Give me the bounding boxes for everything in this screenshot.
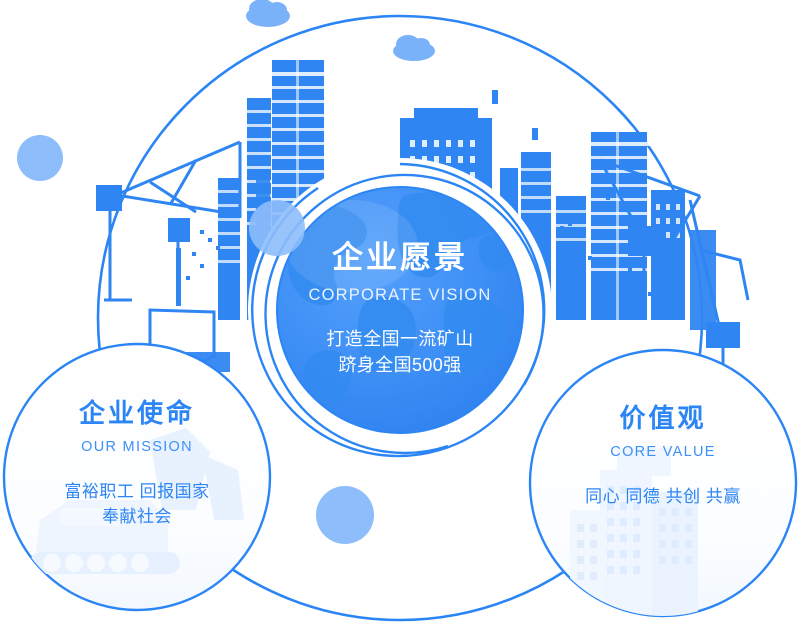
globe-sphere [248,158,552,462]
mission-title-en: OUR MISSION [81,439,193,455]
value-text-block: 价值观 CORE VALUE 同心 同德 共创 共赢 [543,405,783,509]
skyline-tower [560,230,716,330]
vision-desc-line1: 打造全国一流矿山 [326,328,474,349]
skyline-dots [560,222,608,300]
mission-desc-line2: 奉献社会 [102,507,172,526]
globe-ring-arc-outer [251,162,546,458]
tower-crane-silhouette [598,158,750,382]
value-title-en: CORE VALUE [610,444,716,460]
excavator-silhouette [30,428,244,574]
globe-ring-arc-inner [264,173,545,455]
vision-title-en: CORPORATE VISION [308,286,492,304]
mission-circle[interactable] [2,342,272,612]
vision-title-cn: 企业愿景 [332,240,468,275]
value-circle[interactable] [528,348,798,620]
building-windows-pattern [570,448,698,616]
decor-dot [249,200,305,256]
decor-dot [316,486,374,544]
mission-text-block: 企业使命 OUR MISSION 富裕职工 回报国家 奉献社会 [17,400,257,530]
cloud-icon [393,35,435,61]
globe-highlight [286,200,418,292]
vision-desc-line2: 跻身全国500强 [338,354,462,375]
value-desc-line1: 同心 同德 共创 共赢 [585,486,741,506]
mission-title-cn: 企业使命 [78,398,195,428]
cloud-icon [246,0,290,27]
decor-dot [17,135,63,181]
cloud-icon-group [246,0,435,61]
mission-desc-line1: 富裕职工 回报国家 [64,481,210,501]
vision-text-block: 企业愿景 CORPORATE VISION 打造全国一流矿山 跻身全国500强 [250,242,550,378]
value-title-cn: 价值观 [619,403,707,433]
